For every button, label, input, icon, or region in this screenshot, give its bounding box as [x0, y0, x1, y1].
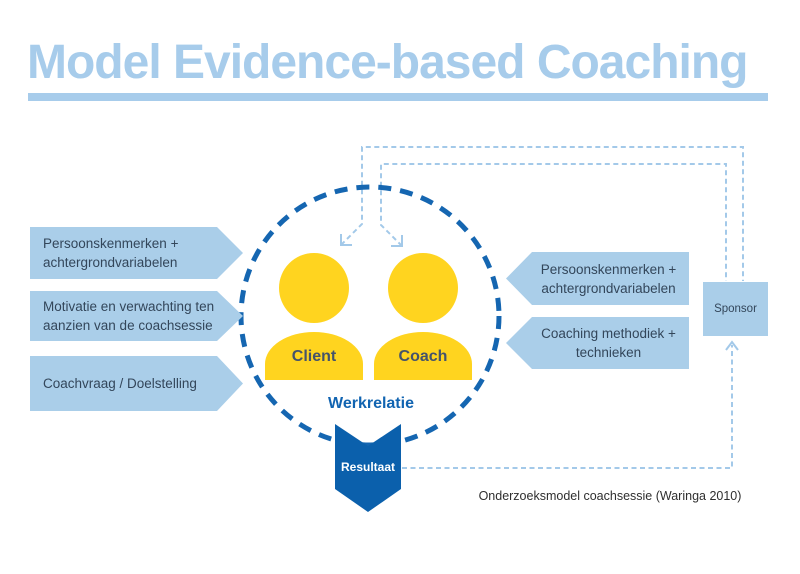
coach-factor-persoonskenmerken: Persoonskenmerken + achtergrondvariabele…: [506, 252, 689, 305]
factor-label: Motivatie en verwachting ten aanzien van…: [43, 299, 215, 333]
resultaat-chevron: [335, 424, 401, 512]
sponsor-to-client-line: [340, 146, 744, 281]
client-factor-persoonskenmerken: Persoonskenmerken + achtergrondvariabele…: [30, 227, 243, 279]
coach-person-body: [374, 332, 472, 380]
result-to-sponsor-line: [402, 345, 733, 469]
factor-label: Coachvraag / Doelstelling: [43, 376, 197, 391]
client-label: Client: [291, 348, 337, 365]
werkrelatie-label: Werkrelatie: [328, 395, 414, 412]
client-person-body: [265, 332, 363, 380]
arrowhead-to-coach-icon: [391, 235, 403, 247]
caption: Onderzoeksmodel coachsessie (Waringa 201…: [478, 489, 742, 503]
coach-factor-methodiek: Coaching methodiek + technieken: [506, 317, 689, 369]
factor-label: Persoonskenmerken + achtergrondvariabele…: [540, 261, 677, 296]
coach-label: Coach: [398, 348, 448, 365]
sponsor-label: Sponsor: [714, 303, 757, 315]
sponsor-to-coach-line: [380, 163, 727, 281]
page-title: Model Evidence-based Coaching: [27, 36, 748, 89]
client-factor-coachvraag: Coachvraag / Doelstelling: [30, 356, 243, 411]
client-person-icon: [279, 253, 349, 323]
arrowhead-to-client-icon: [340, 234, 352, 246]
arrowhead-to-sponsor-icon: [725, 340, 739, 351]
resultaat-label: Resultaat: [340, 460, 396, 474]
coach-person-icon: [388, 253, 458, 323]
sponsor-box: Sponsor: [703, 282, 768, 336]
factor-label: Coaching methodiek + technieken: [541, 326, 676, 360]
factor-label: Persoonskenmerken + achtergrondvariabele…: [43, 236, 179, 270]
title-underline: [28, 93, 768, 101]
client-factor-motivatie: Motivatie en verwachting ten aanzien van…: [30, 291, 243, 341]
